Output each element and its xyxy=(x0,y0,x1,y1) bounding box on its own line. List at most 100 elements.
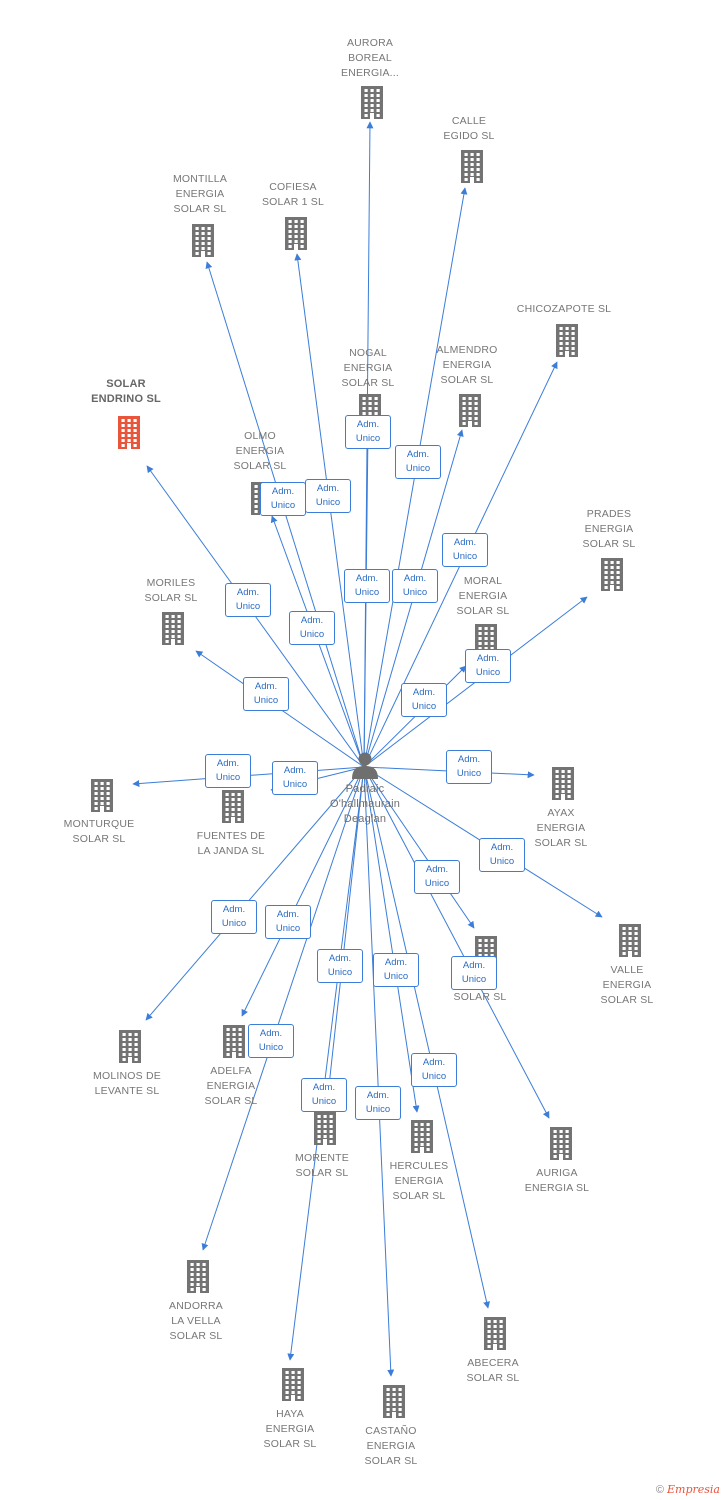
role-label-line1: Adm. xyxy=(403,573,427,584)
role-label-line2: Unico xyxy=(275,923,301,934)
company-node-morente[interactable]: MORENTE SOLAR SL xyxy=(257,1112,387,1181)
role-label-line2: Unico xyxy=(235,601,261,612)
building-icon xyxy=(383,1385,405,1418)
company-name: MONTILLA ENERGIA SOLAR SL xyxy=(172,173,228,215)
copyright-icon: © xyxy=(655,1484,664,1496)
center-person-node[interactable]: Padraic O'hallmaurain Deaglan xyxy=(300,750,430,827)
company-node-almendro[interactable]: ALMENDRO ENERGIA SOLAR SL xyxy=(402,343,532,427)
role-label-nogal[interactable]: Adm.Unico xyxy=(344,569,390,603)
role-label-chicozapote[interactable]: Adm.Unico xyxy=(442,533,488,567)
building-icon xyxy=(162,612,184,645)
role-label-morente[interactable]: Adm.Unico xyxy=(317,949,363,983)
role-label-line2: Unico xyxy=(315,497,341,508)
role-label-line2: Unico xyxy=(424,878,450,889)
company-name: PRADES ENERGIA SOLAR SL xyxy=(582,508,636,550)
role-label-montilla[interactable]: Adm.Unico xyxy=(260,482,306,516)
company-node-fuentes[interactable]: FUENTES DE LA JANDA SL xyxy=(166,790,296,859)
role-label-line1: Adm. xyxy=(283,765,307,776)
company-node-haya[interactable]: HAYA ENERGIA SOLAR SL xyxy=(225,1368,355,1452)
role-label-line2: Unico xyxy=(489,856,515,867)
role-label-moral[interactable]: Adm.Unico xyxy=(401,683,447,717)
role-label-moriles[interactable]: Adm.Unico xyxy=(243,677,289,711)
company-node-solar_endrino[interactable]: SOLAR ENDRINO SL xyxy=(61,377,191,449)
role-label-enebro[interactable]: Adm.Unico xyxy=(414,860,460,894)
role-label-fuentes[interactable]: Adm. Unico xyxy=(272,761,318,795)
role-label-line1: Adm. xyxy=(406,449,430,460)
role-label-line1: Adm. xyxy=(236,587,260,598)
building-icon xyxy=(484,1317,506,1350)
company-node-hercules[interactable]: HERCULES ENERGIA SOLAR SL xyxy=(354,1120,484,1204)
company-node-adelfa[interactable]: ADELFA ENERGIA SOLAR SL xyxy=(166,1025,296,1109)
role-label-line2: Unico xyxy=(452,551,478,562)
edge-line-haya xyxy=(287,766,365,1361)
company-node-prades[interactable]: PRADES ENERGIA SOLAR SL xyxy=(544,507,674,591)
company-node-molinos[interactable]: MOLINOS DE LEVANTE SL xyxy=(62,1030,192,1099)
company-name: FUENTES DE LA JANDA SL xyxy=(196,830,266,857)
edge-line-molinos xyxy=(145,766,365,1021)
building-icon xyxy=(222,790,244,823)
building-icon xyxy=(601,558,623,591)
role-label-valle[interactable]: Adm.Unico xyxy=(479,838,525,872)
footer-brand[interactable]: © Empresia xyxy=(656,1483,720,1496)
role-label-calle[interactable]: Adm. Unico xyxy=(395,445,441,479)
company-node-cofiesa[interactable]: COFIESA SOLAR 1 SL xyxy=(228,180,358,250)
edge-line-castano xyxy=(363,766,395,1377)
role-label-auriga[interactable]: Adm.Unico xyxy=(451,956,497,990)
company-name: MORILES SOLAR SL xyxy=(144,577,198,604)
company-node-auriga[interactable]: AURIGA ENERGIA SL xyxy=(492,1127,622,1196)
company-node-aurora[interactable]: AURORA BOREAL ENERGIA... xyxy=(305,36,435,119)
brand-name: Empresia xyxy=(667,1483,720,1496)
role-label-solar_endrino[interactable]: Adm. Unico xyxy=(225,583,271,617)
company-name: ABECERA SOLAR SL xyxy=(466,1357,520,1384)
role-label-line2: Unico xyxy=(405,463,431,474)
role-label-olmo[interactable]: Adm.Unico xyxy=(289,611,335,645)
role-label-castano[interactable]: Adm.Unico xyxy=(355,1086,401,1120)
company-node-ayax[interactable]: AYAX ENERGIA SOLAR SL xyxy=(496,767,626,851)
building-icon xyxy=(361,86,383,119)
edge-line-auriga xyxy=(363,766,550,1119)
company-name: CHICOZAPOTE SL xyxy=(516,303,612,315)
role-label-monturque[interactable]: Adm.Unico xyxy=(205,754,251,788)
role-label-line2: Unico xyxy=(327,967,353,978)
role-label-line2: Unico xyxy=(365,1104,391,1115)
company-node-abecera[interactable]: ABECERA SOLAR SL xyxy=(428,1317,558,1386)
company-node-calle[interactable]: CALLE EGIDO SL xyxy=(404,114,534,183)
company-node-moriles[interactable]: MORILES SOLAR SL xyxy=(106,576,236,645)
role-label-aurora[interactable]: Adm.Unico xyxy=(345,415,391,449)
company-node-chicozapote[interactable]: CHICOZAPOTE SL xyxy=(499,302,629,357)
role-label-line2: Unico xyxy=(253,695,279,706)
company-name: AYAX ENERGIA SOLAR SL xyxy=(534,807,588,849)
role-label-line1: Adm. xyxy=(312,1082,336,1093)
role-label-haya[interactable]: Adm.Unico xyxy=(301,1078,347,1112)
company-node-valle[interactable]: VALLE ENERGIA SOLAR SL xyxy=(562,924,692,1008)
role-label-cofiesa[interactable]: Adm.Unico xyxy=(305,479,351,513)
role-label-line2: Unico xyxy=(456,768,482,779)
role-label-line2: Unico xyxy=(282,779,308,790)
company-node-andorra[interactable]: ANDORRA LA VELLA SOLAR SL xyxy=(131,1260,261,1344)
role-label-line2: Unico xyxy=(421,1071,447,1082)
role-label-molinos[interactable]: Adm.Unico xyxy=(211,900,257,934)
role-label-prades[interactable]: Adm.Unico xyxy=(465,649,511,683)
company-name: MORAL ENERGIA SOLAR SL xyxy=(456,575,510,617)
role-label-almendro[interactable]: Adm.Unico xyxy=(392,569,438,603)
company-node-castano[interactable]: CASTAÑO ENERGIA SOLAR SL xyxy=(326,1385,456,1469)
role-label-andorra[interactable]: Adm.Unico xyxy=(248,1024,294,1058)
building-icon xyxy=(223,1025,245,1058)
company-name: MONTURQUE SOLAR SL xyxy=(63,818,135,845)
role-label-adelfa[interactable]: Adm.Unico xyxy=(265,905,311,939)
company-name: NOGAL ENERGIA SOLAR SL xyxy=(341,347,395,389)
company-node-monturque[interactable]: MONTURQUE SOLAR SL xyxy=(34,779,164,847)
role-label-abecera[interactable]: Adm.Unico xyxy=(411,1053,457,1087)
role-label-ayax[interactable]: Adm.Unico xyxy=(446,750,492,784)
role-label-hercules[interactable]: Adm.Unico xyxy=(373,953,419,987)
role-label-line2: Unico xyxy=(383,971,409,982)
company-node-olmo[interactable]: OLMO ENERGIA SOLAR SL xyxy=(195,429,325,515)
role-label-line2: Unico xyxy=(299,629,325,640)
role-label-line1: Adm. xyxy=(412,687,436,698)
role-label-line2: Unico xyxy=(215,772,241,783)
company-node-montilla[interactable]: MONTILLA ENERGIA SOLAR SL xyxy=(135,172,265,257)
building-icon xyxy=(550,1127,572,1160)
role-label-line2: Unico xyxy=(270,500,296,511)
role-label-line2: Unico xyxy=(354,587,380,598)
company-name: SOLAR ENDRINO SL xyxy=(91,378,161,405)
